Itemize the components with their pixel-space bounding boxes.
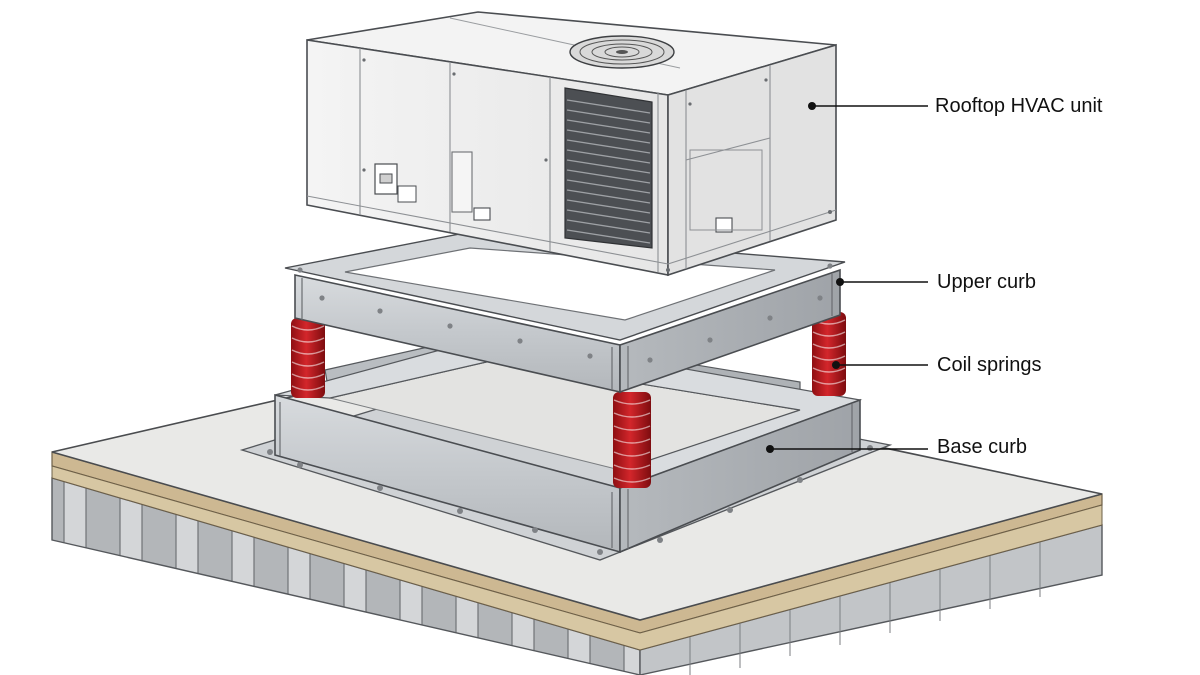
spring-back-right: [812, 312, 846, 396]
leader-dot-upper-curb: [836, 278, 844, 286]
spring-front: [613, 392, 651, 488]
fan-grille-icon: [569, 35, 675, 69]
label-rooftop-hvac-unit: Rooftop HVAC unit: [935, 95, 1103, 117]
label-upper-curb: Upper curb: [937, 271, 1036, 293]
label-coil-springs: Coil springs: [937, 354, 1042, 376]
callout-leaders: [770, 105, 928, 450]
louver-grille-icon: [564, 87, 653, 249]
label-base-curb: Base curb: [937, 436, 1028, 458]
spring-back-left: [291, 318, 325, 398]
leader-dot-base-curb: [766, 445, 774, 453]
leader-dot-coil-springs: [832, 361, 840, 369]
leader-dot-hvac-unit: [808, 102, 816, 110]
rooftop-hvac-unit: [306, 11, 837, 277]
coil-springs: [291, 312, 846, 488]
